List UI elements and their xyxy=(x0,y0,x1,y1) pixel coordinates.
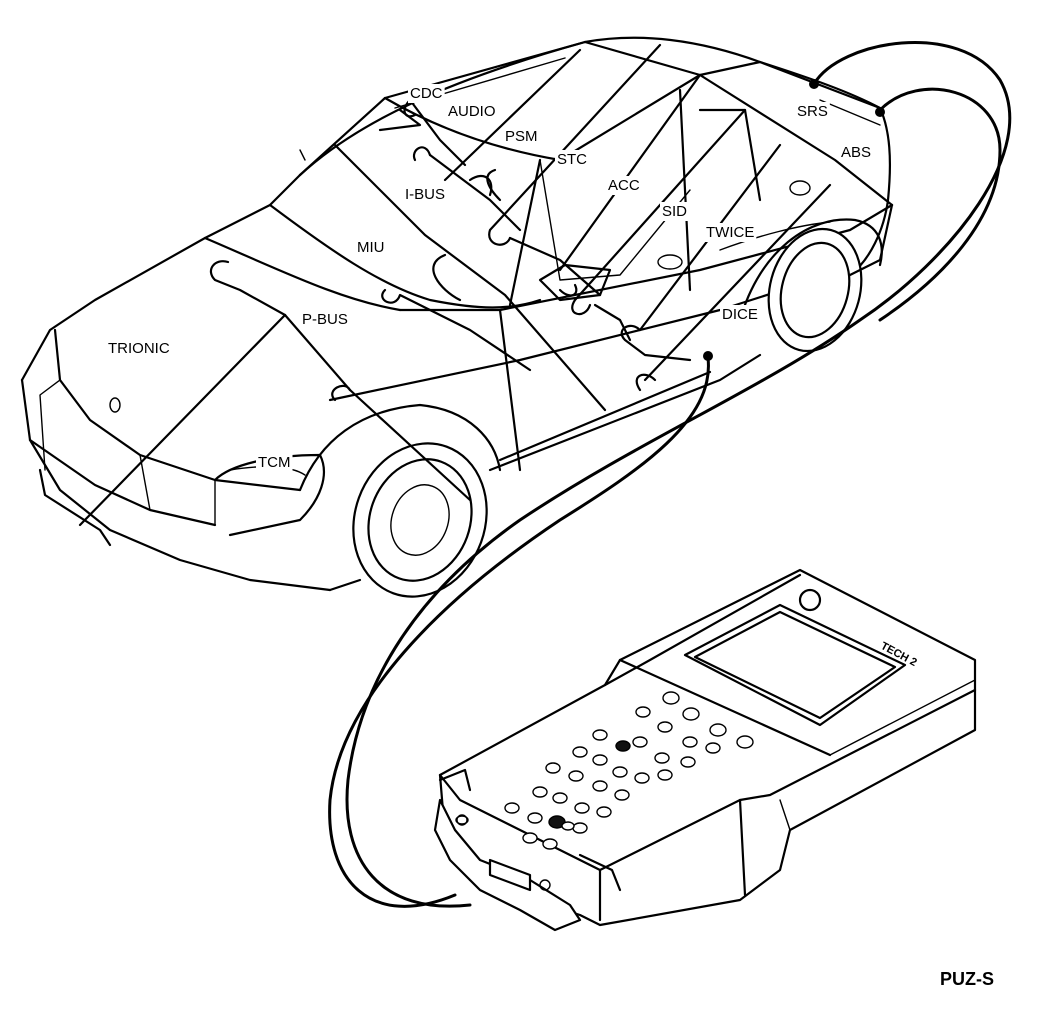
label-backing xyxy=(355,238,387,257)
label-backing xyxy=(795,102,830,121)
key xyxy=(662,691,680,705)
label-audio-text: AUDIO xyxy=(448,103,496,120)
label-stc: STC xyxy=(555,150,590,169)
label-psm: PSM xyxy=(503,127,540,146)
label-backing xyxy=(403,185,448,204)
label-ibus: I-BUS xyxy=(403,185,448,204)
label-pbus: P-BUS xyxy=(300,310,350,329)
roof-connector-dot xyxy=(809,79,819,89)
label-backing xyxy=(660,202,690,221)
key xyxy=(504,802,520,814)
key xyxy=(680,756,696,768)
label-psm-text: PSM xyxy=(505,128,538,145)
tester-logo-icon xyxy=(798,588,822,612)
key xyxy=(682,707,700,721)
key xyxy=(572,746,588,758)
label-trionic: TRIONIC xyxy=(106,339,172,358)
label-backing xyxy=(606,176,642,195)
label-tcm-text: TCM xyxy=(258,454,291,471)
key xyxy=(612,766,628,778)
key xyxy=(635,706,651,718)
key xyxy=(615,740,631,752)
tech2-scan-tool: TECH 2 xyxy=(433,568,977,932)
label-trionic-text: TRIONIC xyxy=(108,340,170,357)
label-audio: AUDIO xyxy=(446,102,498,121)
key xyxy=(592,780,608,792)
key xyxy=(574,802,590,814)
key xyxy=(632,736,648,748)
trunk-connector-dot xyxy=(875,107,885,117)
label-backing xyxy=(704,223,757,242)
key xyxy=(532,786,548,798)
key xyxy=(592,754,608,766)
key xyxy=(634,772,650,784)
label-twice: TWICE xyxy=(704,223,757,242)
label-backing xyxy=(106,339,172,358)
label-sid: SID xyxy=(660,202,690,221)
module-labels: CDC AUDIO PSM STC SRS ABS I-BUS ACC SID … xyxy=(106,84,874,472)
key xyxy=(657,769,673,781)
network-puzzle-lines xyxy=(78,43,832,527)
key xyxy=(561,821,575,831)
tester-screen xyxy=(683,603,907,727)
diagnostic-cables xyxy=(328,40,1012,908)
label-backing xyxy=(446,102,498,121)
key xyxy=(596,806,612,818)
key xyxy=(614,789,630,801)
label-backing xyxy=(839,143,874,162)
label-srs: SRS xyxy=(795,102,830,121)
label-backing xyxy=(256,453,293,472)
label-abs-text: ABS xyxy=(841,144,871,161)
key xyxy=(527,812,543,824)
label-srs-text: SRS xyxy=(797,103,828,120)
dice-connector-dot xyxy=(703,351,713,361)
key xyxy=(657,721,673,733)
label-backing xyxy=(300,310,350,329)
label-backing xyxy=(408,84,445,103)
key xyxy=(455,815,469,825)
cable-plug xyxy=(488,858,532,892)
label-miu-text: MIU xyxy=(357,239,385,256)
key xyxy=(552,792,568,804)
label-backing xyxy=(720,305,760,324)
label-sid-text: SID xyxy=(662,203,687,220)
label-acc: ACC xyxy=(606,176,642,195)
key xyxy=(736,735,754,749)
tester-keypad xyxy=(455,691,754,850)
label-miu: MIU xyxy=(355,238,387,257)
label-dice-text: DICE xyxy=(722,306,758,323)
car-body xyxy=(20,36,894,598)
label-backing xyxy=(503,127,540,146)
key xyxy=(654,752,670,764)
label-stc-text: STC xyxy=(557,151,587,168)
key xyxy=(522,832,538,844)
label-cdc-text: CDC xyxy=(410,85,443,102)
label-twice-text: TWICE xyxy=(706,224,754,241)
key xyxy=(709,723,727,737)
label-cdc: CDC xyxy=(408,84,445,103)
key xyxy=(545,762,561,774)
tester-connector-housing xyxy=(433,798,582,932)
label-dice: DICE xyxy=(720,305,760,324)
label-backing xyxy=(555,150,590,169)
key xyxy=(568,770,584,782)
label-pbus-text: P-BUS xyxy=(302,311,348,328)
label-ibus-text: I-BUS xyxy=(405,186,445,203)
figure-code: PUZ-S xyxy=(940,969,994,989)
key xyxy=(542,838,558,850)
label-tcm: TCM xyxy=(256,453,293,472)
key xyxy=(572,822,588,834)
key xyxy=(592,729,608,741)
label-acc-text: ACC xyxy=(608,177,640,194)
key xyxy=(705,742,721,754)
key xyxy=(682,736,698,748)
label-abs: ABS xyxy=(839,143,874,162)
